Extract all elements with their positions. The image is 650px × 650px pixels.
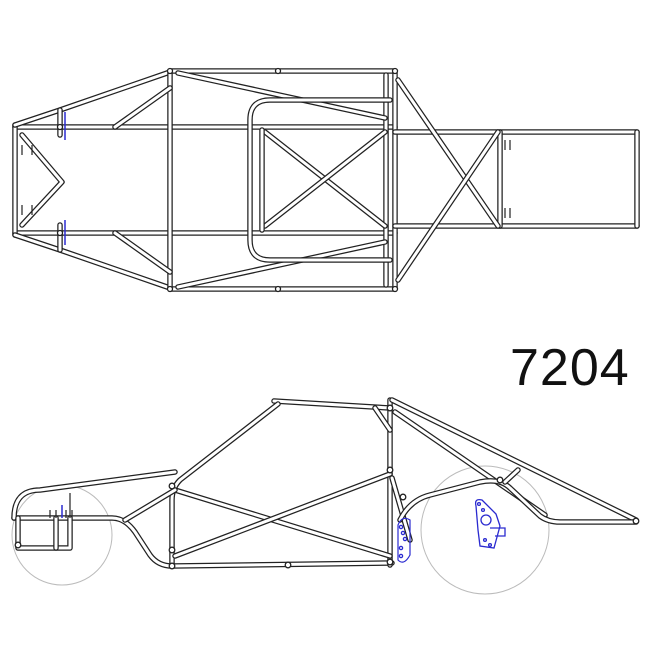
- rocker-hole: [476, 501, 482, 507]
- pickup-hole: [398, 545, 404, 551]
- tube-joint: [386, 466, 394, 474]
- top-view-tube-inner: [20, 133, 64, 227]
- tube-joint: [284, 561, 292, 569]
- side-view-tube-inner: [170, 402, 280, 568]
- rocker-hole: [487, 542, 493, 548]
- wheel-outline: [420, 465, 550, 595]
- top-view-tube-inner: [396, 130, 500, 282]
- top-view: [12, 67, 640, 293]
- side-view-tube-inner: [173, 488, 392, 558]
- tube-joint: [386, 558, 394, 566]
- top-view-tube-inner: [113, 231, 172, 274]
- tube-joint: [168, 546, 176, 554]
- top-view-tube-inner: [13, 70, 172, 127]
- tube-joint: [56, 229, 64, 237]
- top-view-tube-inner: [263, 130, 387, 228]
- pickup-hole: [398, 524, 404, 530]
- pickup-hole: [398, 553, 404, 559]
- tube-joint: [386, 404, 394, 412]
- side-mount-tabs: [49, 493, 73, 518]
- pickup-hole: [402, 536, 408, 542]
- suspension-brackets: [397, 498, 506, 563]
- side-view-tube-inner: [123, 488, 177, 522]
- side-view-tube-inner: [373, 406, 392, 432]
- suspension-rocker: [474, 498, 506, 549]
- rocker-hole: [482, 537, 488, 543]
- side-view-tube-inner: [503, 468, 520, 484]
- wheel-outline: [11, 484, 113, 586]
- tube-joint: [14, 541, 22, 549]
- rocker-pivot: [480, 514, 492, 526]
- side-view-tube-inner: [390, 398, 638, 522]
- side-view-tube: [15, 515, 73, 551]
- top-view-tube-inner: [13, 233, 172, 290]
- top-view-tube: [19, 132, 65, 228]
- side-view: [11, 397, 640, 570]
- tube-joint: [391, 67, 399, 75]
- top-view-tube-inner: [396, 78, 500, 228]
- mount-tabs: [21, 140, 511, 218]
- tube-joint: [496, 476, 504, 484]
- top-view-tube-inner: [176, 71, 387, 120]
- tube-joint: [166, 67, 174, 75]
- side-view-tube-inner: [12, 470, 177, 520]
- top-view-tube-inner: [113, 86, 172, 129]
- side-view-tube: [169, 401, 281, 569]
- side-view-tube-inner: [12, 516, 394, 568]
- top-view-tube-inner: [248, 98, 392, 262]
- side-view-tube-inner: [390, 476, 412, 542]
- pickup-hole: [400, 530, 406, 536]
- side-view-tube-inner: [272, 399, 392, 410]
- tube-joint: [168, 562, 176, 570]
- part-number-label: 7204: [510, 339, 630, 397]
- tube-joint: [56, 123, 64, 131]
- rocker-hole: [480, 507, 486, 513]
- tube-joint: [274, 285, 282, 293]
- rear-pickup-plate: [397, 517, 411, 563]
- tube-joint: [274, 67, 282, 75]
- side-view-tube: [11, 469, 178, 521]
- top-view-tube-inner: [176, 240, 387, 289]
- side-view-tube-inner: [16, 516, 72, 550]
- tube-joint: [391, 285, 399, 293]
- side-view-tube-inner: [173, 472, 392, 558]
- tube-joint: [632, 517, 640, 525]
- tube-joint: [168, 482, 176, 490]
- tube-joint: [399, 493, 407, 501]
- tube-joint: [166, 285, 174, 293]
